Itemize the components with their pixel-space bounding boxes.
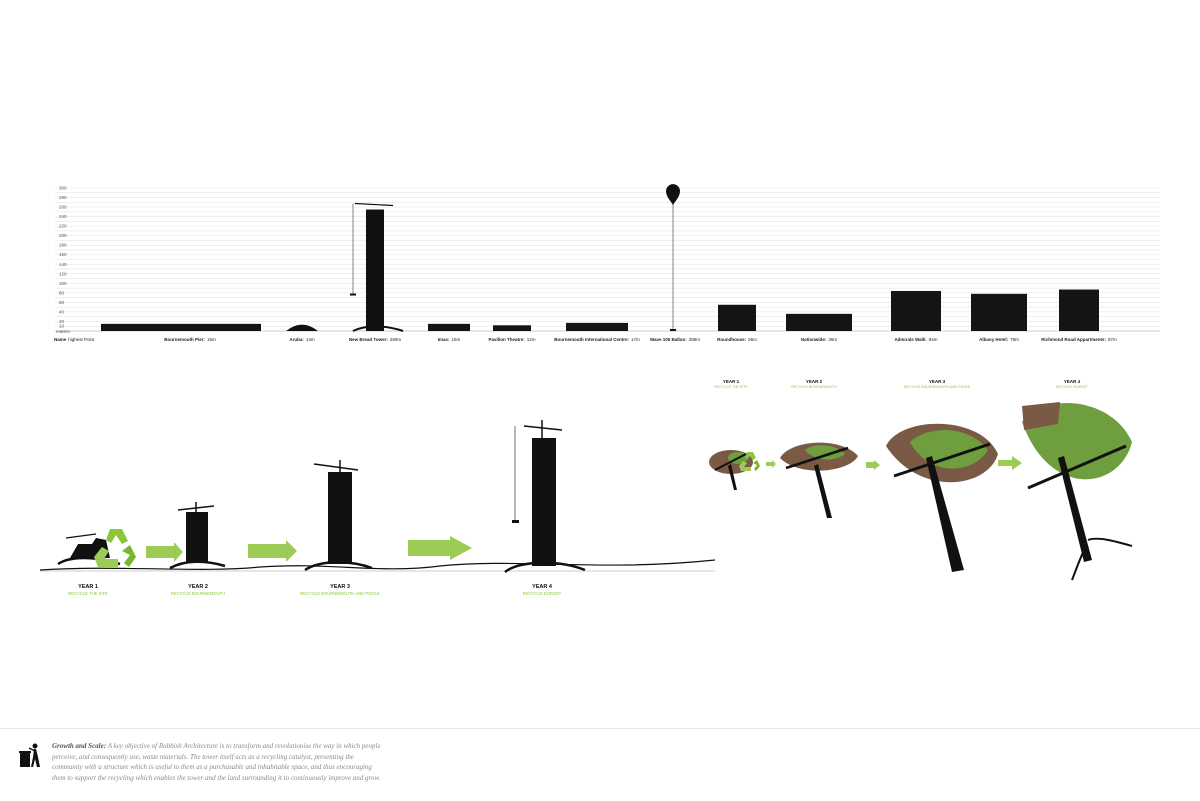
tower-year-1-caption: RECYCLE THE SITE <box>68 591 108 596</box>
bar-bournemouth-pier <box>101 323 261 331</box>
tree-year-2-label: YEAR 2 <box>806 379 823 384</box>
y-tick-label: 260 <box>59 205 67 210</box>
tree-arrow-2 <box>866 460 880 470</box>
description-text: A key objective of Rubbish Architecture … <box>52 742 381 782</box>
litter-bin-icon <box>19 743 40 767</box>
recycle-icon <box>94 529 136 567</box>
growth-arrow-2 <box>248 540 297 562</box>
tower-year-3 <box>304 460 373 572</box>
tower-year-1-label: YEAR 1 <box>78 584 98 590</box>
tower-year-3-label: YEAR 3 <box>330 584 350 590</box>
tree-year-2-caption: RECYCLE BOURNEMOUTH <box>791 385 837 389</box>
building-silhouettes <box>101 184 1099 332</box>
bar-nationwide <box>786 313 852 331</box>
label-richmond-road-appartments: Richmond Road Appartments:87m <box>1041 337 1117 342</box>
tower-year-4 <box>504 420 586 574</box>
label-admirals-walk: Admirals Walk:84m <box>894 337 937 342</box>
y-tick-label: 280 <box>59 195 67 200</box>
bar-aruba <box>286 324 318 331</box>
tree-year-4-label: YEAR 4 <box>1064 379 1081 384</box>
label-wave-105-ballon: Wave 105 Ballon:285m <box>650 337 700 342</box>
tree-arrow-3 <box>998 456 1022 470</box>
y-tick-label: 100 <box>59 281 67 286</box>
bar-pavilion-theatre <box>493 325 531 331</box>
tower-year-2 <box>169 502 226 570</box>
bar-albany-hotel <box>971 293 1027 331</box>
y-tick-label: 220 <box>59 224 67 229</box>
growth-arrow-3 <box>408 536 472 560</box>
tree-year-3-caption: RECYCLE BOURNEMOUTH AND POOLE <box>904 385 971 389</box>
bar-admirals-walk <box>891 290 941 331</box>
tree-year-2 <box>780 442 858 518</box>
label-imax: Imax:15m <box>438 337 461 342</box>
tree-year-4-caption: RECYCLE DORSET <box>1056 385 1089 389</box>
y-tick-label: 300 <box>59 186 67 191</box>
label-albany-hotel: Albany Hotel:78m <box>979 337 1019 342</box>
tree-year-4 <box>1022 402 1133 581</box>
tree-year-3-label: YEAR 3 <box>929 379 946 384</box>
y-tick-label: 20 <box>59 319 65 324</box>
tree-year-3 <box>886 423 998 572</box>
bar-bournemouth-international-centre <box>566 322 628 331</box>
description-footer: Growth and Scale: A key objective of Rub… <box>0 728 1200 801</box>
y-tick-label: 40 <box>59 309 65 314</box>
y-tick-label: 120 <box>59 271 67 276</box>
label-roundhouse: Roundhouse:55m <box>717 337 757 342</box>
description-title: Growth and Scale: <box>52 742 107 750</box>
bar-new-bread-tower <box>350 202 404 332</box>
recycle-icon-small <box>739 452 760 471</box>
y-tick-label: 160 <box>59 252 67 257</box>
tree-year-1-caption: RECYCLE THE SITE <box>714 385 748 389</box>
label-bournemouth-international-centre: Bournemouth International Centre:17m <box>554 337 640 342</box>
y-tick-label: 10 <box>59 324 65 329</box>
y-tick-label: 240 <box>59 214 67 219</box>
tree-year-1-label: YEAR 1 <box>723 379 740 384</box>
building-labels: Bournemouth Pier:15m Aruba:14m New Bread T… <box>164 337 1117 342</box>
bar-imax <box>428 323 470 331</box>
ground-wave <box>39 559 716 571</box>
tower-year-4-caption: RECYCLE DORSET <box>523 591 562 596</box>
label-aruba: Aruba:14m <box>289 337 315 342</box>
growth-and-scale-description: Growth and Scale: A key objective of Rub… <box>52 741 382 783</box>
y-tick-label: 180 <box>59 243 67 248</box>
y-tick-label: 200 <box>59 233 67 238</box>
bar-roundhouse <box>718 304 756 331</box>
label-new-bread-tower: New Bread Tower:280m <box>349 337 401 342</box>
tower-year-2-label: YEAR 2 <box>188 584 208 590</box>
bar-richmond-road-appartments <box>1059 289 1099 331</box>
y-axis-unit-label: meters <box>56 329 71 334</box>
growth-arrow-1 <box>146 542 183 562</box>
y-tick-label: 80 <box>59 290 65 295</box>
tower-year-2-caption: RECYCLE BOURNEMOUTH <box>171 591 225 596</box>
tower-year-3-caption: RECYCLE BOURNEMOUTH AND POOLE <box>300 591 380 596</box>
y-tick-label: 140 <box>59 262 67 267</box>
label-nationwide: Nationwide:36m <box>801 337 838 342</box>
tower-year-4-label: YEAR 4 <box>532 584 553 590</box>
label-bournemouth-pier: Bournemouth Pier:15m <box>164 337 216 342</box>
growth-diagram: YEAR 1 RECYCLE THE SITE YEAR 2 RECYCLE B… <box>39 379 1133 596</box>
tree-arrow-1 <box>766 460 776 468</box>
label-pavilion-theatre: Pavilion Theatre:12m <box>488 337 535 342</box>
y-tick-label: 60 <box>59 300 65 305</box>
bar-wave-105-ballon <box>666 184 680 331</box>
